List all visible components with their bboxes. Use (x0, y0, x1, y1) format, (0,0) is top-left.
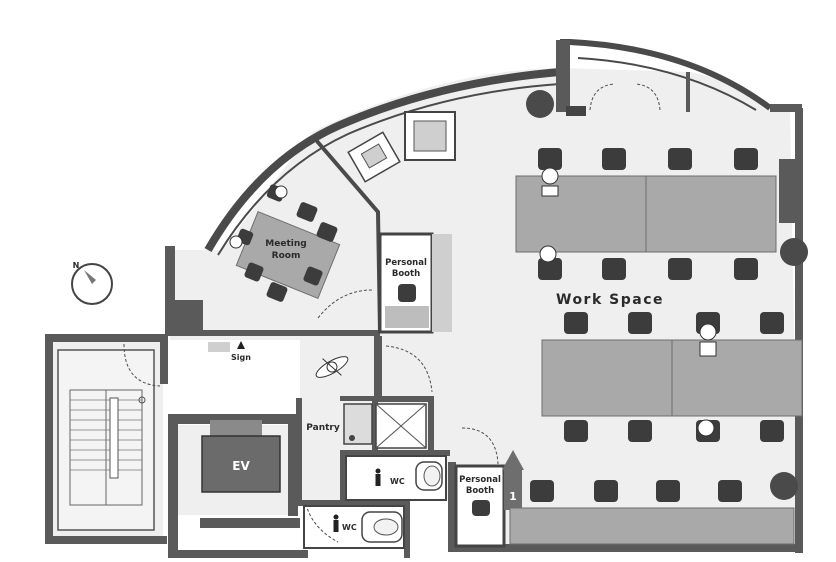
work-space-label: Work Space (556, 292, 664, 308)
pantry: Pantry (306, 403, 427, 449)
entrance-marker: 1 (502, 450, 524, 510)
person-icon (315, 356, 349, 378)
plants (526, 90, 808, 500)
personal-booth-top-label-line2: Booth (392, 269, 420, 279)
lounge-furniture (347, 111, 456, 183)
person-icon (539, 245, 557, 263)
personal-booth-top: Personal Booth (378, 232, 452, 334)
entrance-arrow-icon (502, 450, 524, 470)
plant-icon (780, 238, 808, 266)
plant-icon (526, 90, 554, 118)
person-icon (274, 185, 288, 199)
personal-booth-bottom-label-line2: Booth (466, 486, 494, 496)
wc-upper: WC (345, 455, 447, 501)
person-icon (697, 419, 715, 437)
person-icon (541, 167, 559, 197)
top-doors (566, 83, 661, 116)
people (539, 167, 717, 437)
pantry-label: Pantry (306, 423, 340, 433)
sign-label: Sign (231, 353, 251, 362)
elevator: EV (201, 420, 281, 493)
wc-lower: WC (303, 503, 405, 549)
wc-upper-label: WC (390, 477, 405, 486)
entrance-number: 1 (509, 490, 517, 503)
person-icon (699, 323, 717, 357)
person-icon (229, 235, 243, 249)
work-space-desks (509, 175, 803, 545)
meeting-room: Meeting Room (229, 184, 373, 319)
wc-person-icon (375, 468, 381, 486)
plant-icon (770, 472, 798, 500)
wc-lower-label: WC (342, 523, 357, 532)
corridor: Sign (123, 341, 433, 393)
sign-arrow-icon (237, 341, 245, 349)
meeting-room-label-line1: Meeting (265, 239, 306, 249)
compass-icon: N (71, 261, 113, 305)
personal-booth-bottom-label-line1: Personal (459, 475, 501, 485)
compass-north-label: N (73, 261, 80, 270)
staircase (57, 349, 155, 531)
meeting-room-label-line2: Room (272, 251, 301, 261)
ev-label: EV (232, 459, 250, 473)
wc-person-icon (333, 514, 339, 532)
work-space-chairs (530, 148, 784, 502)
personal-booth-top-label-line1: Personal (385, 258, 427, 268)
